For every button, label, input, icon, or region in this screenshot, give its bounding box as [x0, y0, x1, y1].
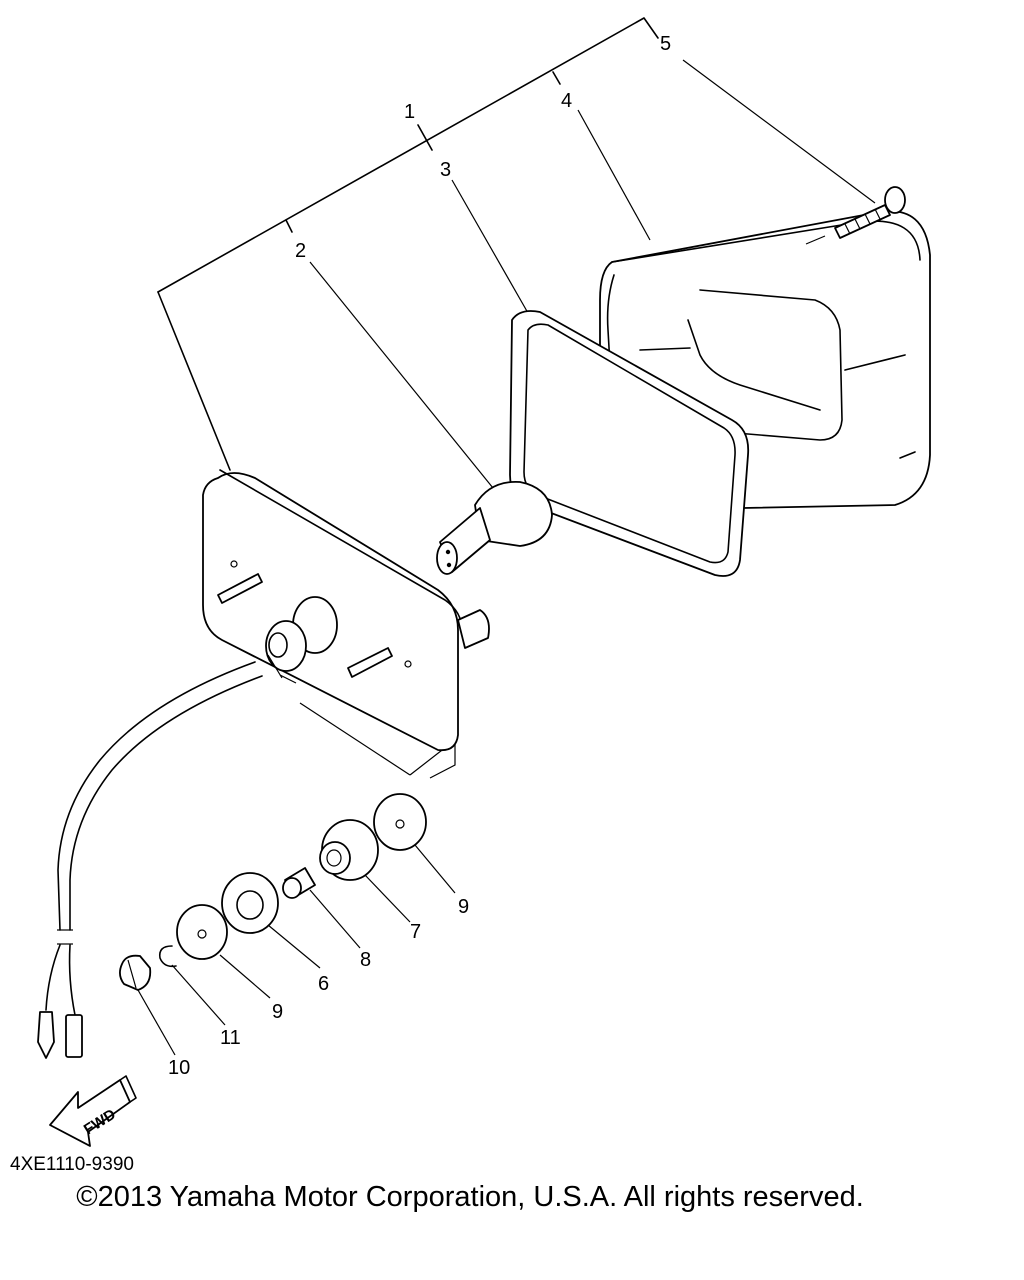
base-plate-part-1: [202, 469, 490, 752]
washer-part-9-lower: [176, 904, 228, 960]
callout-9-upper: 9: [458, 896, 469, 918]
callout-11: 11: [220, 1027, 241, 1049]
grommet-part-6: [221, 872, 279, 934]
callout-7: 7: [410, 921, 421, 943]
nut-part-10: [119, 954, 152, 991]
screw-part-5: [805, 186, 906, 245]
callout-6: 6: [318, 973, 329, 995]
grommet-part-7: [319, 819, 379, 881]
small-part-leaders: [137, 844, 456, 1056]
diagram-code: 4XE1110-9390: [10, 1154, 134, 1175]
callout-3: 3: [440, 159, 451, 181]
callout-5: 5: [660, 33, 671, 55]
callout-1: 1: [404, 101, 415, 123]
callout-4: 4: [561, 90, 572, 112]
clip-part-11: [158, 945, 177, 968]
bulb-part-2: [436, 481, 553, 575]
wire-harness: [37, 661, 263, 1059]
callout-2: 2: [295, 240, 306, 262]
copyright-notice: ©2013 Yamaha Motor Corporation, U.S.A. A…: [76, 1181, 864, 1213]
assembly-bracket: [157, 17, 659, 471]
callout-8: 8: [360, 949, 371, 971]
callout-9-lower: 9: [272, 1001, 283, 1023]
washer-part-9-upper: [373, 793, 427, 851]
collar-part-8: [282, 867, 316, 899]
callout-10: 10: [168, 1057, 190, 1079]
forward-arrow-icon: FWD: [49, 1075, 137, 1147]
